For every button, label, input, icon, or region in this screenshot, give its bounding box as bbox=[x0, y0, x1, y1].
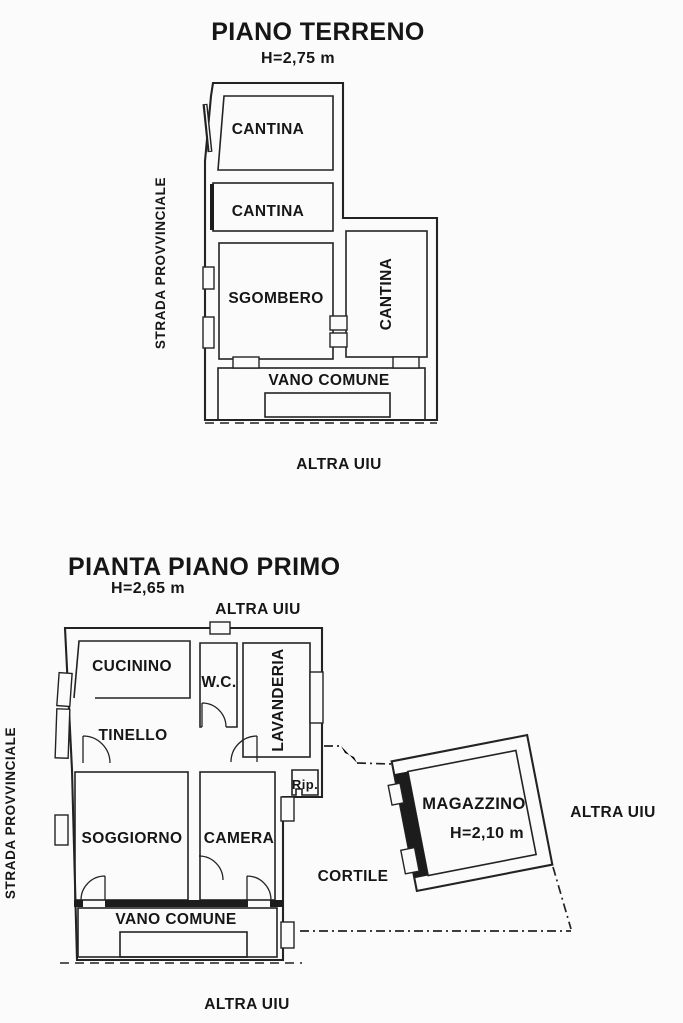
room-label-cucinino: CUCININO bbox=[92, 658, 172, 675]
bottom-adjacent-label: ALTRA UIU bbox=[204, 996, 289, 1013]
room-label-sgombero: SGOMBERO bbox=[228, 290, 323, 307]
room-label-tinello: TINELLO bbox=[98, 727, 167, 744]
ground-floor-title: PIANO TERRENO bbox=[211, 18, 425, 46]
room-label-rip: Rip. bbox=[292, 777, 318, 792]
first-floor-title: PIANTA PIANO PRIMO bbox=[68, 553, 340, 581]
ground-floor-street-label: STRADA PROVVINCIALE bbox=[153, 177, 168, 349]
first-floor-walls bbox=[60, 626, 324, 964]
room-label-camera: CAMERA bbox=[204, 830, 274, 847]
room-label-cantina-mid: CANTINA bbox=[232, 203, 305, 220]
first-floor-plan: PIANTA PIANO PRIMO H=2,65 m ALTRA UIU ST… bbox=[3, 553, 655, 1013]
ground-floor-windows bbox=[196, 266, 420, 369]
first-floor-windows bbox=[54, 621, 324, 949]
first-floor-doors bbox=[80, 702, 272, 901]
room-label-cantina-top: CANTINA bbox=[232, 121, 305, 138]
ground-floor-plan: PIANO TERRENO H=2,75 m STRADA PROVVINCIA… bbox=[153, 18, 439, 473]
first-floor-height-label: H=2,65 m bbox=[111, 580, 185, 597]
room-label-soggiorno: SOGGIORNO bbox=[82, 830, 183, 847]
room-label-vano-comune-first: VANO COMUNE bbox=[115, 911, 236, 928]
room-label-vano-comune-ground: VANO COMUNE bbox=[268, 372, 389, 389]
first-floor-top-adjacent-label: ALTRA UIU bbox=[215, 601, 300, 618]
room-label-lavanderia: LAVANDERIA bbox=[270, 648, 287, 751]
ground-floor-stairs bbox=[264, 392, 391, 418]
outbuilding-height-label: H=2,10 m bbox=[450, 825, 524, 842]
first-floor-stairs bbox=[119, 931, 248, 958]
right-adjacent-label: ALTRA UIU bbox=[570, 804, 655, 821]
courtyard-label: CORTILE bbox=[318, 868, 389, 885]
ground-floor-walls bbox=[202, 81, 439, 424]
outbuilding-name-label: MAGAZZINO bbox=[422, 795, 526, 813]
boundary-lines bbox=[283, 745, 572, 938]
magazzino-building bbox=[387, 733, 554, 893]
first-floor-street-label: STRADA PROVVINCIALE bbox=[3, 727, 18, 899]
room-label-wc: W.C. bbox=[201, 674, 236, 691]
ground-floor-adjacent-label: ALTRA UIU bbox=[296, 456, 381, 473]
room-label-cantina-right: CANTINA bbox=[378, 258, 395, 331]
ground-floor-height-label: H=2,75 m bbox=[261, 50, 335, 67]
